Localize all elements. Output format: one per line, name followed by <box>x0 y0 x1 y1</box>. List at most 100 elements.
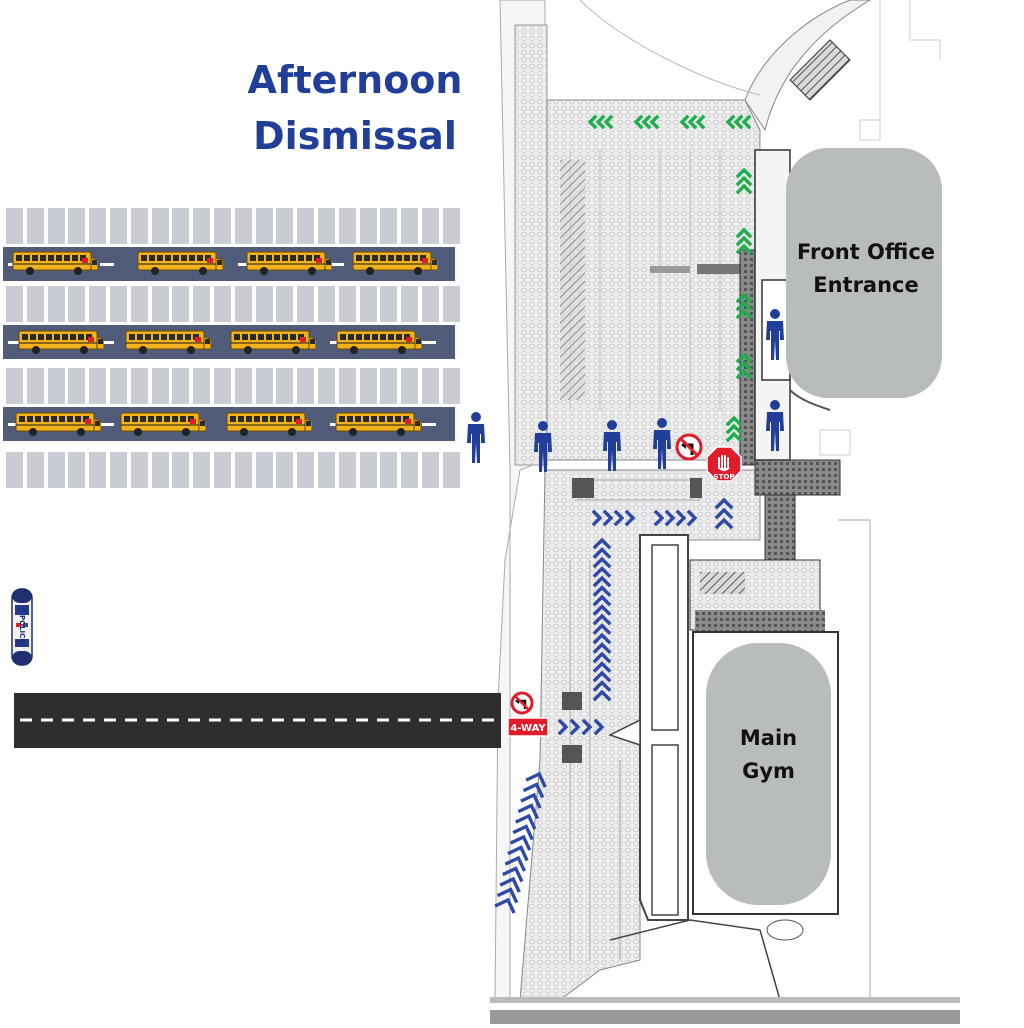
parking-stall <box>214 286 231 322</box>
parking-stall <box>255 208 273 244</box>
parking-stall <box>422 286 439 322</box>
parking-stall <box>234 286 252 322</box>
pedestrian-icon <box>653 418 671 469</box>
front-office-label: Front Office Entrance <box>786 236 946 302</box>
parking-stall <box>130 452 148 488</box>
school-bus-icon <box>120 412 206 436</box>
parking-stall <box>151 208 169 244</box>
main-gym-label-line-1: Main <box>739 726 798 750</box>
parking-stall <box>68 368 86 404</box>
front-office-label-line-1: Front Office <box>796 240 936 264</box>
green-chevron-arrow-icon <box>725 114 736 130</box>
school-bus-icon <box>125 330 211 354</box>
lane-marking <box>422 341 436 344</box>
parking-stall <box>172 286 190 322</box>
parking-stall <box>6 368 23 404</box>
parking-stall <box>172 368 190 404</box>
parking-stall-row <box>0 208 460 244</box>
blue-chevron-arrow-icon <box>592 670 612 683</box>
parking-stall <box>338 452 356 488</box>
blue-chevron-arrow-icon <box>591 509 603 527</box>
parking-stall <box>338 208 356 244</box>
green-chevron-arrow-icon <box>735 183 753 195</box>
green-chevron-arrow-icon <box>633 114 644 130</box>
parking-stall <box>318 286 335 322</box>
front-office-label-line-2: Entrance <box>813 273 919 297</box>
green-chevron-arrow-icon <box>595 114 606 130</box>
parking-stall <box>130 208 148 244</box>
title-line-2: Dismissal <box>253 114 457 158</box>
blue-chevron-arrow-icon <box>714 507 734 520</box>
parking-stall <box>193 452 211 488</box>
green-chevron-arrow-icon <box>735 360 753 372</box>
parking-stall <box>110 286 127 322</box>
blue-chevron-arrow-icon <box>515 813 537 830</box>
blue-chevron-arrow-icon <box>602 509 614 527</box>
lane-marking <box>422 423 436 426</box>
blue-chevron-arrow-icon <box>592 566 612 578</box>
parking-stall <box>359 208 377 244</box>
parking-stall <box>234 452 252 488</box>
blue-chevron-arrow-icon <box>507 845 529 862</box>
parking-stall <box>359 368 377 404</box>
school-bus-icon <box>246 251 332 275</box>
parking-stall <box>276 208 294 244</box>
parking-stall <box>151 368 169 404</box>
parking-stall <box>47 286 65 322</box>
parking-stall <box>214 368 231 404</box>
blue-chevron-arrow-icon <box>613 509 625 527</box>
four-way-sign-text: 4-WAY <box>510 723 546 734</box>
walkers <box>467 309 784 472</box>
green-chevron-arrow-icon <box>695 114 706 130</box>
parking-stall <box>6 452 23 488</box>
blue-chevron-arrow-icon <box>569 718 581 736</box>
green-chevron-arrow-icon <box>735 300 753 312</box>
blue-chevron-arrow-icon <box>592 632 612 645</box>
police-car-icon: POLICE <box>11 588 33 666</box>
parking-stall <box>68 208 86 244</box>
blue-chevron-arrow-icon <box>675 509 687 527</box>
green-chevron-arrow-icon <box>587 114 598 130</box>
title-line-1: Afternoon <box>247 58 463 102</box>
parking-stall <box>130 286 148 322</box>
parking-stall <box>380 368 398 404</box>
blue-chevron-arrow-icon <box>592 689 612 702</box>
parking-stall <box>151 286 169 322</box>
blue-chevron-arrow-icon <box>581 718 593 736</box>
parking-stall <box>297 286 315 322</box>
stop-sign-text: STOP <box>714 473 735 481</box>
main-road <box>14 693 501 748</box>
blue-chevron-arrow-icon <box>686 509 698 527</box>
parking-stall <box>380 452 398 488</box>
parking-stall <box>89 286 107 322</box>
parking-stall <box>172 208 190 244</box>
parking-stall <box>276 368 294 404</box>
parking-stall <box>359 452 377 488</box>
green-chevron-arrow-icon <box>725 431 743 443</box>
parking-stall <box>234 368 252 404</box>
blue-chevron-arrow-icon <box>593 718 605 736</box>
blue-chevron-arrow-icon <box>517 803 540 820</box>
blue-chevron-arrow-icon <box>714 497 734 510</box>
blue-chevron-arrow-icon <box>664 509 676 527</box>
green-chevron-arrow-icon <box>649 114 660 130</box>
parking-stall <box>68 286 86 322</box>
parking-stall <box>26 368 44 404</box>
pedestrian-icon <box>766 400 784 451</box>
school-bus-icon <box>230 330 316 354</box>
green-chevron-arrow-icon <box>735 243 753 255</box>
blue-chevron-arrow-icon <box>592 604 612 616</box>
green-chevron-arrow-icon <box>735 235 753 247</box>
parking-stall <box>422 208 439 244</box>
parking-stall <box>401 452 419 488</box>
parking-stall-row <box>0 368 460 404</box>
blue-chevron-arrow-icon <box>653 509 665 527</box>
blue-chevron-arrow-icon <box>592 651 612 664</box>
green-chevron-arrow-icon <box>687 114 698 130</box>
blue-chevron-arrow-icon <box>496 887 519 904</box>
page-title: Afternoon Dismissal <box>235 52 475 164</box>
blue-chevron-arrow-icon <box>512 824 534 841</box>
pedestrian-icon <box>766 309 784 360</box>
parking-stall <box>47 208 65 244</box>
blue-chevron-arrow-icon <box>592 556 612 569</box>
